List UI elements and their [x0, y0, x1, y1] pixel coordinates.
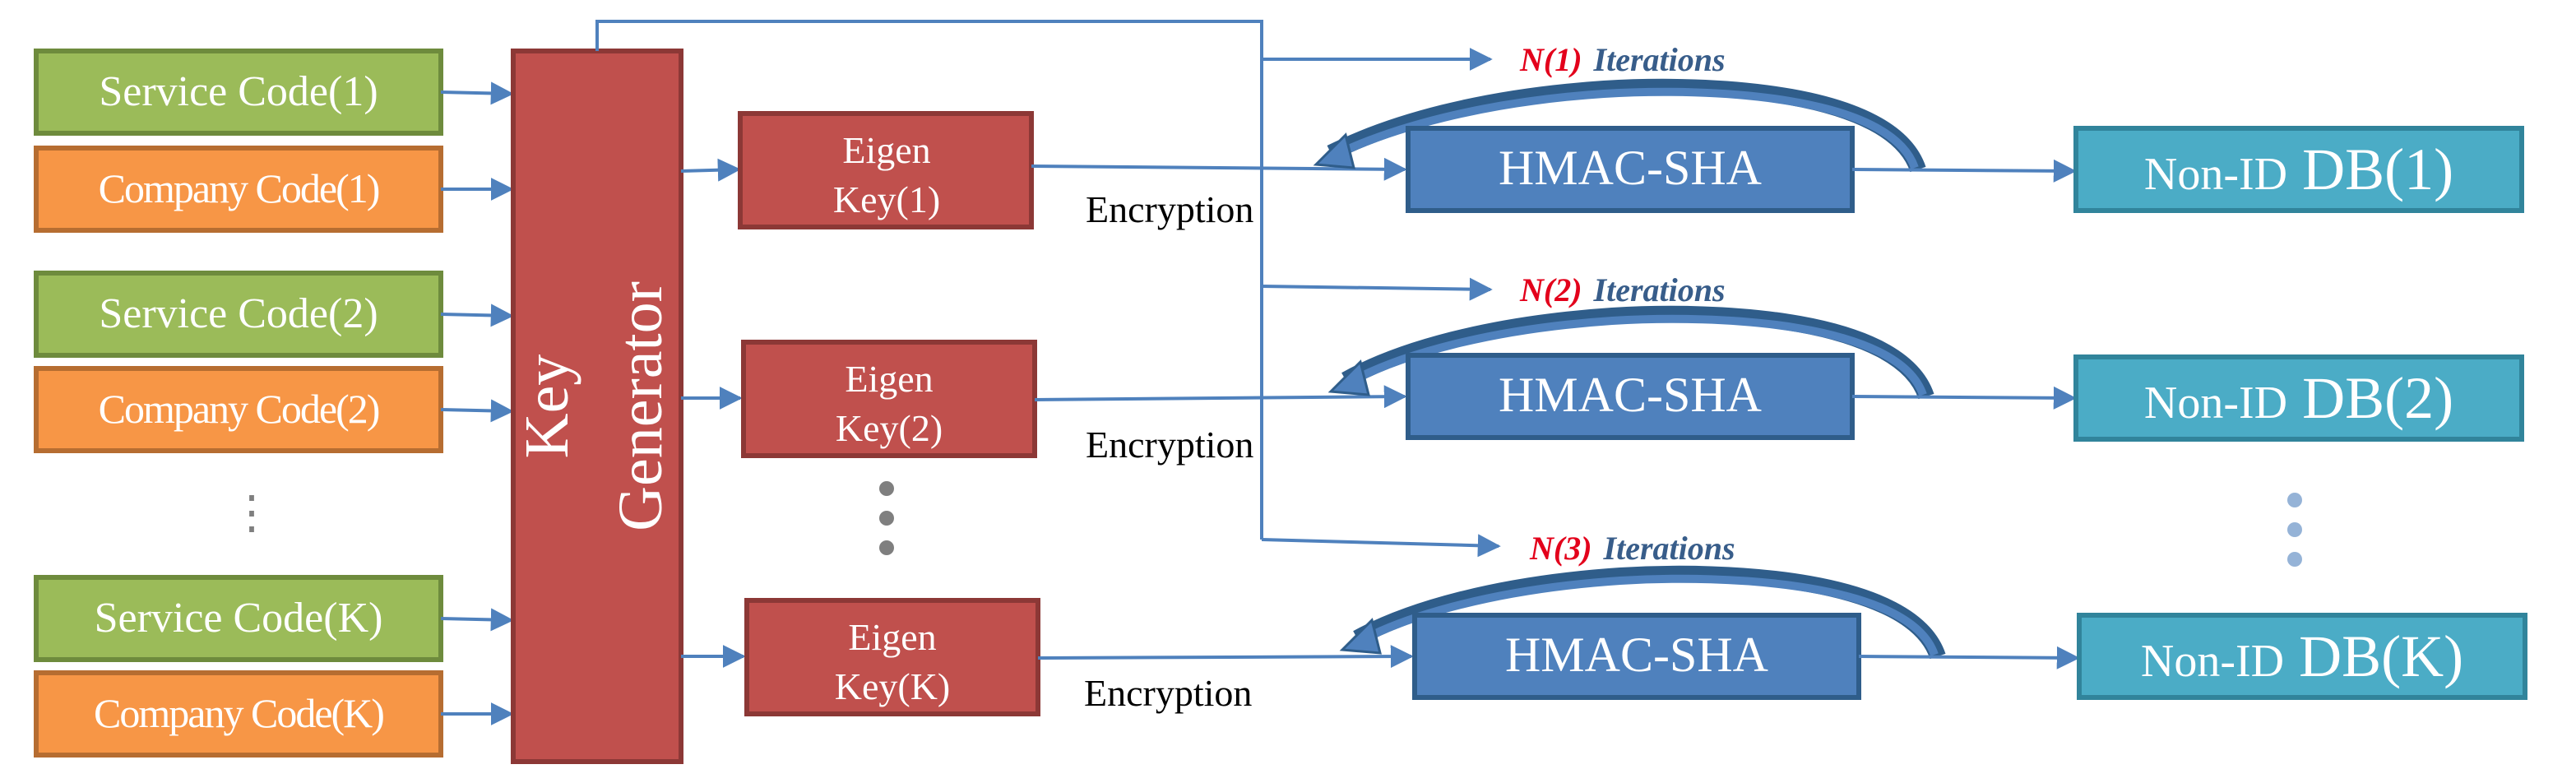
iteration-label-2: N(2) Iterations — [1519, 271, 1726, 308]
arrow-encrypt-2 — [1034, 385, 1407, 409]
db-label-1: Non-ID DB(1) — [2144, 137, 2453, 202]
arrow-db-2 — [1851, 386, 2077, 410]
arrow-db-1 — [1851, 159, 2077, 183]
iteration-text-1: Iterations — [1593, 41, 1726, 78]
db-dot-1 — [2287, 493, 2302, 507]
eigen-arrows — [680, 158, 746, 668]
arrow-db-k — [1858, 646, 2080, 669]
service-code-box-1: Service Code(1) — [34, 49, 443, 136]
hmac-box-1: HMAC-SHA — [1406, 126, 1855, 213]
input-arrows — [440, 81, 514, 725]
arrow-company-2 — [440, 399, 514, 423]
hmac-label-1: HMAC-SHA — [1499, 141, 1762, 195]
loop-arrow-1 — [1313, 78, 1926, 173]
eigen-key-ellipsis — [879, 481, 894, 555]
service-code-label-k: Service Code(K) — [95, 595, 383, 642]
key-generator-label-2: Generator — [606, 281, 675, 531]
db-dot-2 — [2287, 522, 2302, 537]
arrow-service-k — [440, 608, 514, 632]
db-prefix-1: Non-ID — [2144, 149, 2287, 200]
encryption-label-k: Encryption — [1084, 672, 1252, 714]
hmac-label-2: HMAC-SHA — [1499, 368, 1762, 422]
db-box-2: Non-ID DB(2) — [2073, 354, 2524, 442]
iteration-n-1: N(1) — [1519, 41, 1582, 78]
db-prefix-2: Non-ID — [2144, 378, 2287, 429]
arrow-iteration-3 — [1261, 534, 1501, 558]
service-code-label-1: Service Code(1) — [99, 68, 378, 115]
eigen-dot-1 — [879, 481, 894, 496]
eigen-key-label-2a: Eigen — [845, 358, 933, 400]
db-label-k: Non-ID DB(K) — [2141, 623, 2463, 689]
eigen-key-label-ka: Eigen — [848, 616, 936, 658]
encryption-label-1: Encryption — [1086, 188, 1253, 230]
eigen-key-label-1a: Eigen — [842, 129, 930, 171]
iteration-text-2: Iterations — [1593, 271, 1726, 308]
eigen-key-label-kb: Key(K) — [835, 665, 951, 707]
db-box-1: Non-ID DB(1) — [2073, 126, 2524, 213]
eigen-key-box-k: Eigen Key(K) — [744, 598, 1040, 716]
company-code-label-1: Company Code(1) — [99, 165, 379, 211]
arrow-iteration-2 — [1261, 277, 1493, 301]
eigen-key-label-1b: Key(1) — [833, 178, 940, 220]
db-box-k: Non-ID DB(K) — [2077, 613, 2527, 700]
db-ellipsis — [2287, 493, 2302, 567]
iteration-n-3: N(3) — [1529, 530, 1592, 567]
iteration-branches — [1261, 48, 1501, 558]
key-generator-box: Key Generator — [511, 49, 683, 764]
arrow-service-1 — [440, 81, 514, 105]
company-code-box-2: Company Code(2) — [34, 366, 443, 453]
db-label-2: Non-ID DB(2) — [2144, 365, 2453, 431]
db-dot-3 — [2287, 552, 2302, 567]
arrow-encrypt-1 — [1031, 157, 1407, 181]
arrow-encrypt-k — [1037, 645, 1414, 669]
db-name-k: DB(K) — [2299, 623, 2463, 689]
arrow-eigen-1 — [680, 158, 741, 182]
input-ellipsis: ⋮ — [229, 488, 275, 539]
service-code-label-2: Service Code(2) — [99, 290, 378, 337]
eigen-key-box-1: Eigen Key(1) — [738, 111, 1034, 229]
eigen-key-label-2b: Key(2) — [836, 407, 943, 449]
service-code-box-k: Service Code(K) — [34, 575, 443, 662]
company-code-box-k: Company Code(K) — [34, 670, 443, 758]
eigen-key-box-2: Eigen Key(2) — [741, 340, 1037, 458]
hmac-label-k: HMAC-SHA — [1505, 628, 1768, 682]
iteration-label-1: N(1) Iterations — [1519, 41, 1726, 78]
db-name-1: DB(1) — [2302, 137, 2453, 202]
eigen-dot-3 — [879, 540, 894, 555]
eigen-dot-2 — [879, 511, 894, 526]
hmac-box-k: HMAC-SHA — [1412, 613, 1861, 700]
key-generator-bus — [595, 20, 1263, 540]
company-code-label-k: Company Code(K) — [94, 690, 383, 736]
iteration-n-2: N(2) — [1519, 271, 1582, 308]
db-name-2: DB(2) — [2302, 365, 2453, 431]
service-code-box-2: Service Code(2) — [34, 271, 443, 358]
db-arrows — [1851, 159, 2080, 669]
iteration-label-3: N(3) Iterations — [1529, 530, 1735, 567]
arrow-service-2 — [440, 303, 514, 327]
iteration-text-3: Iterations — [1603, 530, 1735, 567]
key-generator-label-1: Key — [512, 354, 581, 459]
encryption-arrows — [1031, 157, 1414, 669]
encryption-label-2: Encryption — [1086, 424, 1253, 466]
company-code-box-1: Company Code(1) — [34, 146, 443, 233]
db-prefix-k: Non-ID — [2141, 636, 2284, 687]
company-code-label-2: Company Code(2) — [99, 386, 379, 432]
hmac-box-2: HMAC-SHA — [1406, 353, 1855, 440]
